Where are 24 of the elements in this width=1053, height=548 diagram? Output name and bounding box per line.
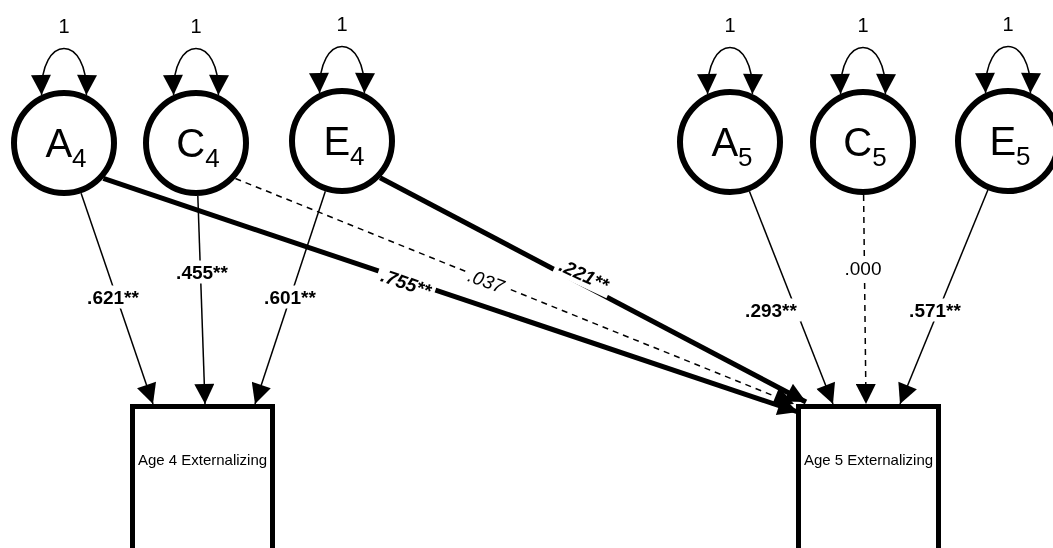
variance-arrow (310, 45, 374, 94)
variance-label: 1 (1001, 12, 1015, 36)
observed-box (130, 404, 275, 548)
path-arrow (251, 190, 327, 405)
variance-label: 1 (723, 13, 737, 37)
variance-arrow (164, 47, 228, 96)
path-arrow (378, 175, 808, 405)
variable-label: Age 5 Externalizing (803, 450, 934, 470)
path-arrow (194, 195, 215, 405)
variance-arrow (32, 47, 96, 96)
variance-arrow (698, 46, 762, 95)
observed-box (796, 404, 941, 548)
path-arrow (855, 194, 876, 405)
variance-label: 1 (57, 14, 71, 38)
variable-label: Age 4 Externalizing (137, 450, 268, 470)
variance-arrow (976, 45, 1040, 94)
path-arrow (234, 177, 795, 406)
variance-arrow (831, 46, 895, 95)
variance-label: 1 (189, 14, 203, 38)
path-arrow (898, 189, 989, 405)
path-arrow (748, 190, 835, 405)
variance-label: 1 (856, 13, 870, 37)
path-arrow (80, 192, 156, 405)
variance-label: 1 (335, 12, 349, 36)
